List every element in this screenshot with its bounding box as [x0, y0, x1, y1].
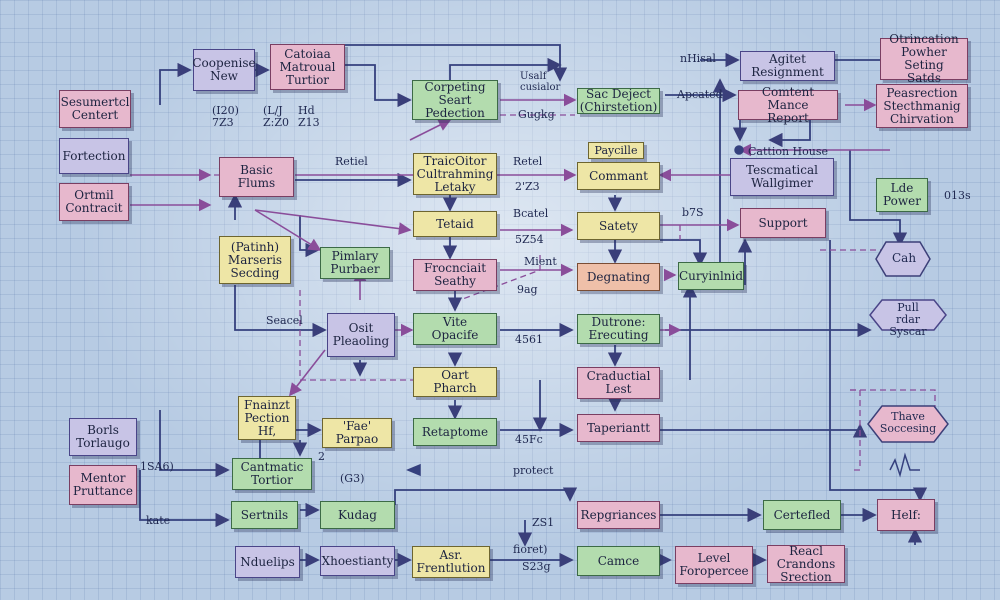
label-g3: (G3): [340, 472, 365, 485]
node-craductial-lest[interactable]: Craductial Lest: [577, 367, 660, 399]
node-tescmatical[interactable]: Tescmatical Wallgimer: [730, 158, 834, 196]
node-satety[interactable]: Satety: [577, 212, 660, 240]
node-support[interactable]: Support: [740, 208, 826, 238]
node-corpeting-seart[interactable]: Corpeting Seart Pedection: [412, 80, 498, 120]
node-frocnciait-seathy[interactable]: Frocnciait Seathy: [413, 259, 497, 291]
label-013s: 013s: [944, 189, 971, 202]
node-osit-pleaoling[interactable]: Osit Pleaoling: [327, 313, 395, 357]
node-sertnils[interactable]: Sertnils: [231, 501, 298, 529]
label-gugkg: Gugkg: [518, 108, 555, 121]
label-cattion-house: Cattion House: [748, 145, 828, 158]
label-bcatel: Bcatel: [513, 207, 549, 220]
node-curyinlnid[interactable]: Curyinlnid: [678, 262, 744, 290]
node-sac-deject[interactable]: Sac Deject (Chirstetion): [577, 88, 660, 114]
node-repgriances[interactable]: Repgriances: [577, 501, 660, 529]
node-asr-frentlution[interactable]: Asr. Frentlution: [412, 546, 490, 578]
node-reacl-crandons[interactable]: Reacl Crandons Srection: [767, 544, 845, 583]
node-cah[interactable]: Cah: [874, 240, 932, 278]
node-paycille[interactable]: Paycille: [588, 142, 644, 159]
label-retiel: Retiel: [335, 155, 368, 168]
label-usalf: Usalf cusialor: [520, 71, 561, 93]
node-kudag[interactable]: Kudag: [320, 501, 395, 529]
label-4561: 4561: [515, 333, 543, 346]
label-fioret: fioret): [513, 543, 548, 556]
node-marseris-secding[interactable]: (Patinh) Marseris Secding: [219, 236, 291, 284]
node-basic-flums[interactable]: Basic Flums: [219, 157, 294, 197]
label-zs1: ZS1: [532, 516, 555, 529]
label-2: 2: [318, 450, 325, 463]
label-retel: Retel: [513, 155, 543, 168]
node-fortection[interactable]: Fortection: [59, 138, 129, 174]
node-oart-pharch[interactable]: Oart Pharch: [413, 367, 497, 397]
node-commant[interactable]: Commant: [577, 162, 660, 190]
node-taperiantt[interactable]: Taperiantt: [577, 414, 660, 442]
node-agitet-resignment[interactable]: Agitet Resignment: [740, 51, 835, 81]
label-seacel: Seacel: [266, 314, 303, 327]
node-retaptome[interactable]: Retaptome: [413, 418, 497, 446]
node-cantmatic-tortior[interactable]: Cantmatic Tortior: [232, 458, 312, 490]
node-ortmil-contracit[interactable]: Ortmil Contracit: [59, 183, 129, 221]
node-dutrone-erecuting[interactable]: Dutrone: Erecuting: [577, 314, 660, 344]
node-sesumertcl-centert[interactable]: Sesumertcl Centert: [59, 90, 131, 128]
label-hd: Hd Z13: [298, 104, 320, 129]
node-xhoestianty[interactable]: Xhoestianty: [320, 546, 395, 576]
node-otrincation[interactable]: Otrincation Powher Seting Satds: [880, 33, 968, 85]
node-lde-power[interactable]: Lde Power: [876, 178, 928, 212]
node-cah-label: Cah: [892, 251, 917, 265]
hexagon-shape: [869, 299, 947, 331]
node-helf[interactable]: Helf:: [877, 499, 935, 531]
label-protect: protect: [513, 464, 554, 477]
label-1sa6: 1SA6): [140, 460, 174, 473]
node-tetaid[interactable]: Tetaid: [413, 211, 497, 237]
label-9ag: 9ag: [517, 283, 538, 296]
node-fnainzt-pection[interactable]: Fnainzt Pection Hf,: [238, 396, 296, 440]
hexagon-shape: [875, 241, 931, 277]
node-vite-opacife[interactable]: Vite Opacife: [413, 313, 497, 345]
label-i20: (I20) 7Z3: [212, 104, 239, 129]
label-2z3: 2'Z3: [515, 180, 540, 193]
node-mentor-pruttance[interactable]: Mentor Pruttance: [69, 465, 137, 505]
node-pull-rdar[interactable]: Pull rdar Syscar: [868, 298, 948, 338]
label-nhisal: nHisal: [680, 52, 716, 65]
node-thave-soccesing[interactable]: Thave Soccesing: [866, 404, 950, 444]
node-thave-soccesing-label: Thave Soccesing: [879, 410, 937, 435]
label-mient: Mient: [524, 255, 557, 268]
label-kate: kate: [146, 514, 171, 527]
node-camce[interactable]: Camce: [577, 546, 660, 576]
label-apcated: Apcated: [677, 88, 723, 101]
label-lj: (L/J Z:Z0: [263, 104, 289, 129]
node-nduelips[interactable]: Nduelips: [235, 546, 300, 578]
node-borls-torlaugo[interactable]: Borls Torlaugo: [69, 418, 137, 456]
node-degnating[interactable]: Degnating: [577, 263, 660, 291]
node-coopenise-new[interactable]: Coopenise New: [192, 49, 256, 91]
label-45fc: 45Fc: [515, 433, 543, 446]
label-s23g: S23g: [522, 560, 551, 573]
node-traicoitor[interactable]: TraicOitor Cultrahming Letaky: [413, 153, 497, 195]
node-pimlary-purbaer[interactable]: Pimlary Purbaer: [320, 247, 390, 279]
hexagon-shape: [867, 405, 949, 443]
node-catoiaa-matroual[interactable]: Catoiaa Matroual Turtior: [270, 44, 345, 90]
node-level-foropercee[interactable]: Level Foropercee: [675, 546, 753, 584]
label-b7s: b7S: [682, 206, 704, 219]
node-pull-rdar-label: Pull rdar Syscar: [889, 301, 927, 338]
node-comtent-mance-report[interactable]: Comtent Mance Report: [738, 85, 838, 124]
node-fae-parpao[interactable]: 'Fae' Parpao: [322, 418, 392, 448]
node-certefled[interactable]: Certefled: [763, 500, 841, 530]
label-5z54: 5Z54: [515, 233, 544, 246]
node-peasrection[interactable]: Peasrection Stecthmanig Chirvation: [876, 84, 968, 128]
